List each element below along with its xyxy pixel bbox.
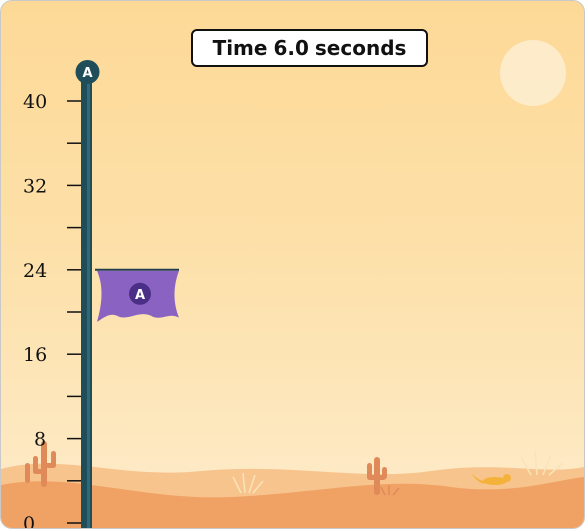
pole-top-badge-label: A bbox=[82, 66, 92, 81]
flag-pole-highlight bbox=[87, 79, 90, 528]
timer-value: 6.0 bbox=[273, 36, 309, 60]
front-dune bbox=[1, 477, 584, 528]
timer-label: Time bbox=[212, 36, 268, 60]
sun-icon bbox=[500, 40, 566, 106]
tick-label: 32 bbox=[23, 175, 47, 197]
tick-label: 0 bbox=[23, 513, 35, 528]
tick-label: 8 bbox=[34, 429, 46, 451]
lizard-icon bbox=[471, 473, 511, 485]
timer-unit: seconds bbox=[314, 36, 407, 60]
timer-display: Time 6.0 seconds bbox=[191, 29, 428, 67]
flag-pole bbox=[81, 79, 92, 528]
pole-top-badge: A bbox=[75, 60, 100, 84]
tick-label: 16 bbox=[23, 344, 47, 366]
tick-label: 40 bbox=[23, 91, 47, 113]
height-scale: 0 8 16 24 32 40 bbox=[23, 91, 81, 528]
flag-badge-label: A bbox=[135, 288, 145, 303]
tick-label: 24 bbox=[23, 260, 47, 282]
grass-icon bbox=[380, 485, 400, 496]
cactus-icon bbox=[367, 457, 387, 495]
flag[interactable]: A bbox=[95, 268, 179, 322]
cactus-icon bbox=[25, 441, 56, 487]
flag-badge bbox=[129, 282, 151, 305]
grass-icon bbox=[232, 450, 564, 494]
